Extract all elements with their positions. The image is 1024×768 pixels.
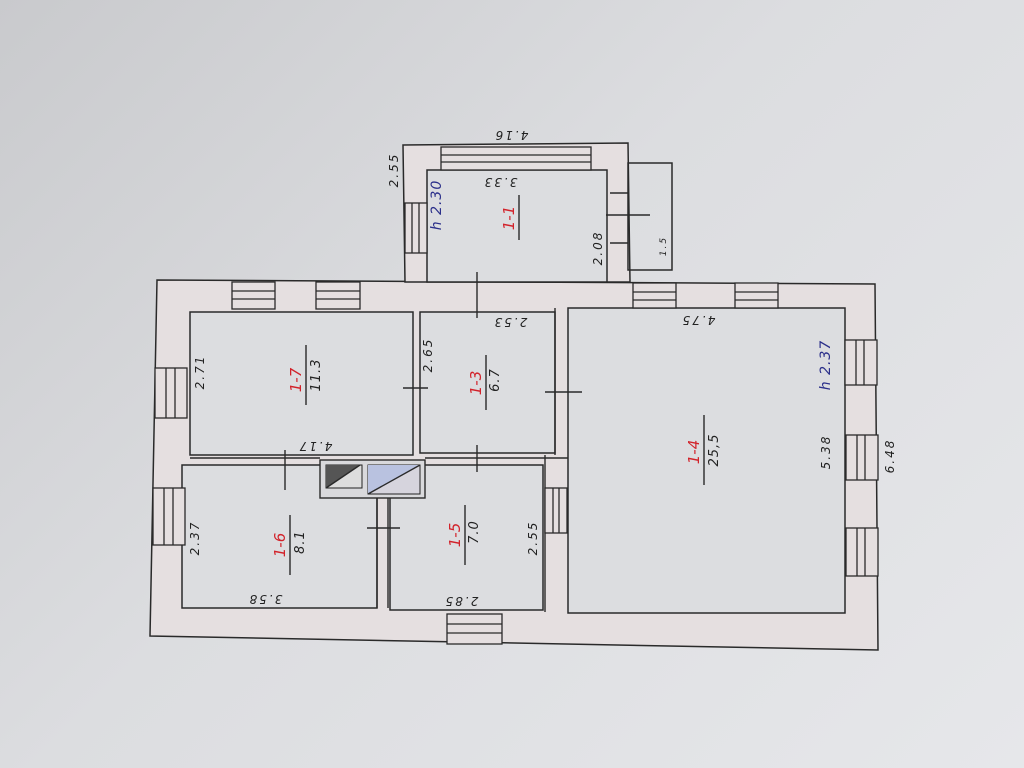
dimension: 6.48 [883,439,897,474]
room-height: h 2.37 [818,340,834,391]
room-area: 7.0 [467,520,482,544]
room-area: 6.7 [488,368,503,392]
room-1-4 [567,307,846,614]
room-id: 1-4 [685,440,703,465]
dimension: 2.85 [444,594,479,608]
room-area: 11.3 [309,359,324,392]
room-id: 1-6 [271,533,289,558]
room-id-1-1: 1-1 [500,206,518,231]
dimension: 3.33 [483,175,518,189]
dimension: 2.08 [591,231,605,266]
porch [627,162,673,271]
dimension: 2.65 [421,338,435,373]
room-area: 8.1 [293,530,308,554]
room-id: 1-5 [446,523,464,548]
dimension: 4.16 [494,128,529,142]
dimension: 4.17 [298,439,333,453]
room-area: 25,5 [707,434,722,467]
dimension: 5.38 [819,435,833,470]
annex-height: h 2.30 [429,180,445,231]
dimension: 4.75 [681,313,716,327]
dimension: 2.71 [193,355,207,390]
annex-room-1-1 [426,169,608,283]
windows [152,146,879,645]
dimension: 1.5 [659,236,669,256]
dimension: 2.37 [188,521,202,556]
room-1-7 [189,311,414,456]
dimension: 2.53 [493,315,528,329]
dimension: 3.58 [248,592,283,606]
room-id: 1-3 [467,371,485,396]
dimension: 2.55 [526,521,540,556]
room-id: 1-7 [287,367,305,392]
dimension: 2.55 [387,153,401,188]
